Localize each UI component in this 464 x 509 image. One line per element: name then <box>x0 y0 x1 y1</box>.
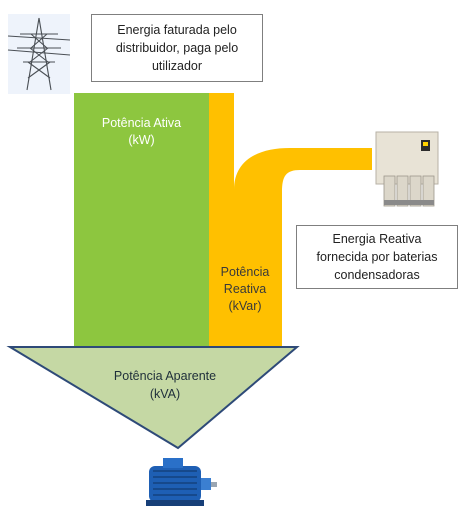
billed-energy-line2: distribuidor, paga pelo <box>115 41 239 55</box>
active-power-bar <box>74 93 209 351</box>
active-power-label: Potência Ativa (kW) <box>74 115 209 149</box>
active-power-unit: (kW) <box>128 133 155 147</box>
reactive-power-unit: (kVar) <box>228 299 262 313</box>
reactive-feed-pipe <box>234 148 372 351</box>
capacitor-bank-icon <box>375 131 439 207</box>
reactive-power-bar <box>209 93 234 351</box>
apparent-power-triangle <box>6 346 300 450</box>
apparent-power-label: Potência Aparente (kVA) <box>90 367 240 403</box>
reactive-power-label: Potência Reativa (kVar) <box>212 264 278 315</box>
reactive-energy-line1: Energia Reativa <box>332 232 422 246</box>
active-power-title: Potência Ativa <box>101 116 182 130</box>
apparent-power-unit: (kVA) <box>149 387 181 401</box>
reactive-energy-box: Energia Reativa fornecida por baterias c… <box>296 225 458 289</box>
electric-motor-icon <box>146 458 217 506</box>
reactive-power-title2: Reativa <box>223 282 267 296</box>
apparent-power-title: Potência Aparente <box>113 369 217 383</box>
reactive-energy-line3: condensadoras <box>334 268 420 282</box>
reactive-energy-line2: fornecida por baterias <box>316 250 438 264</box>
billed-energy-line1: Energia faturada pelo <box>117 23 237 37</box>
power-pylon-icon <box>7 14 71 94</box>
reactive-power-title1: Potência <box>220 265 270 279</box>
billed-energy-box: Energia faturada pelo distribuidor, paga… <box>91 14 263 82</box>
billed-energy-line3: utilizador <box>151 59 203 73</box>
